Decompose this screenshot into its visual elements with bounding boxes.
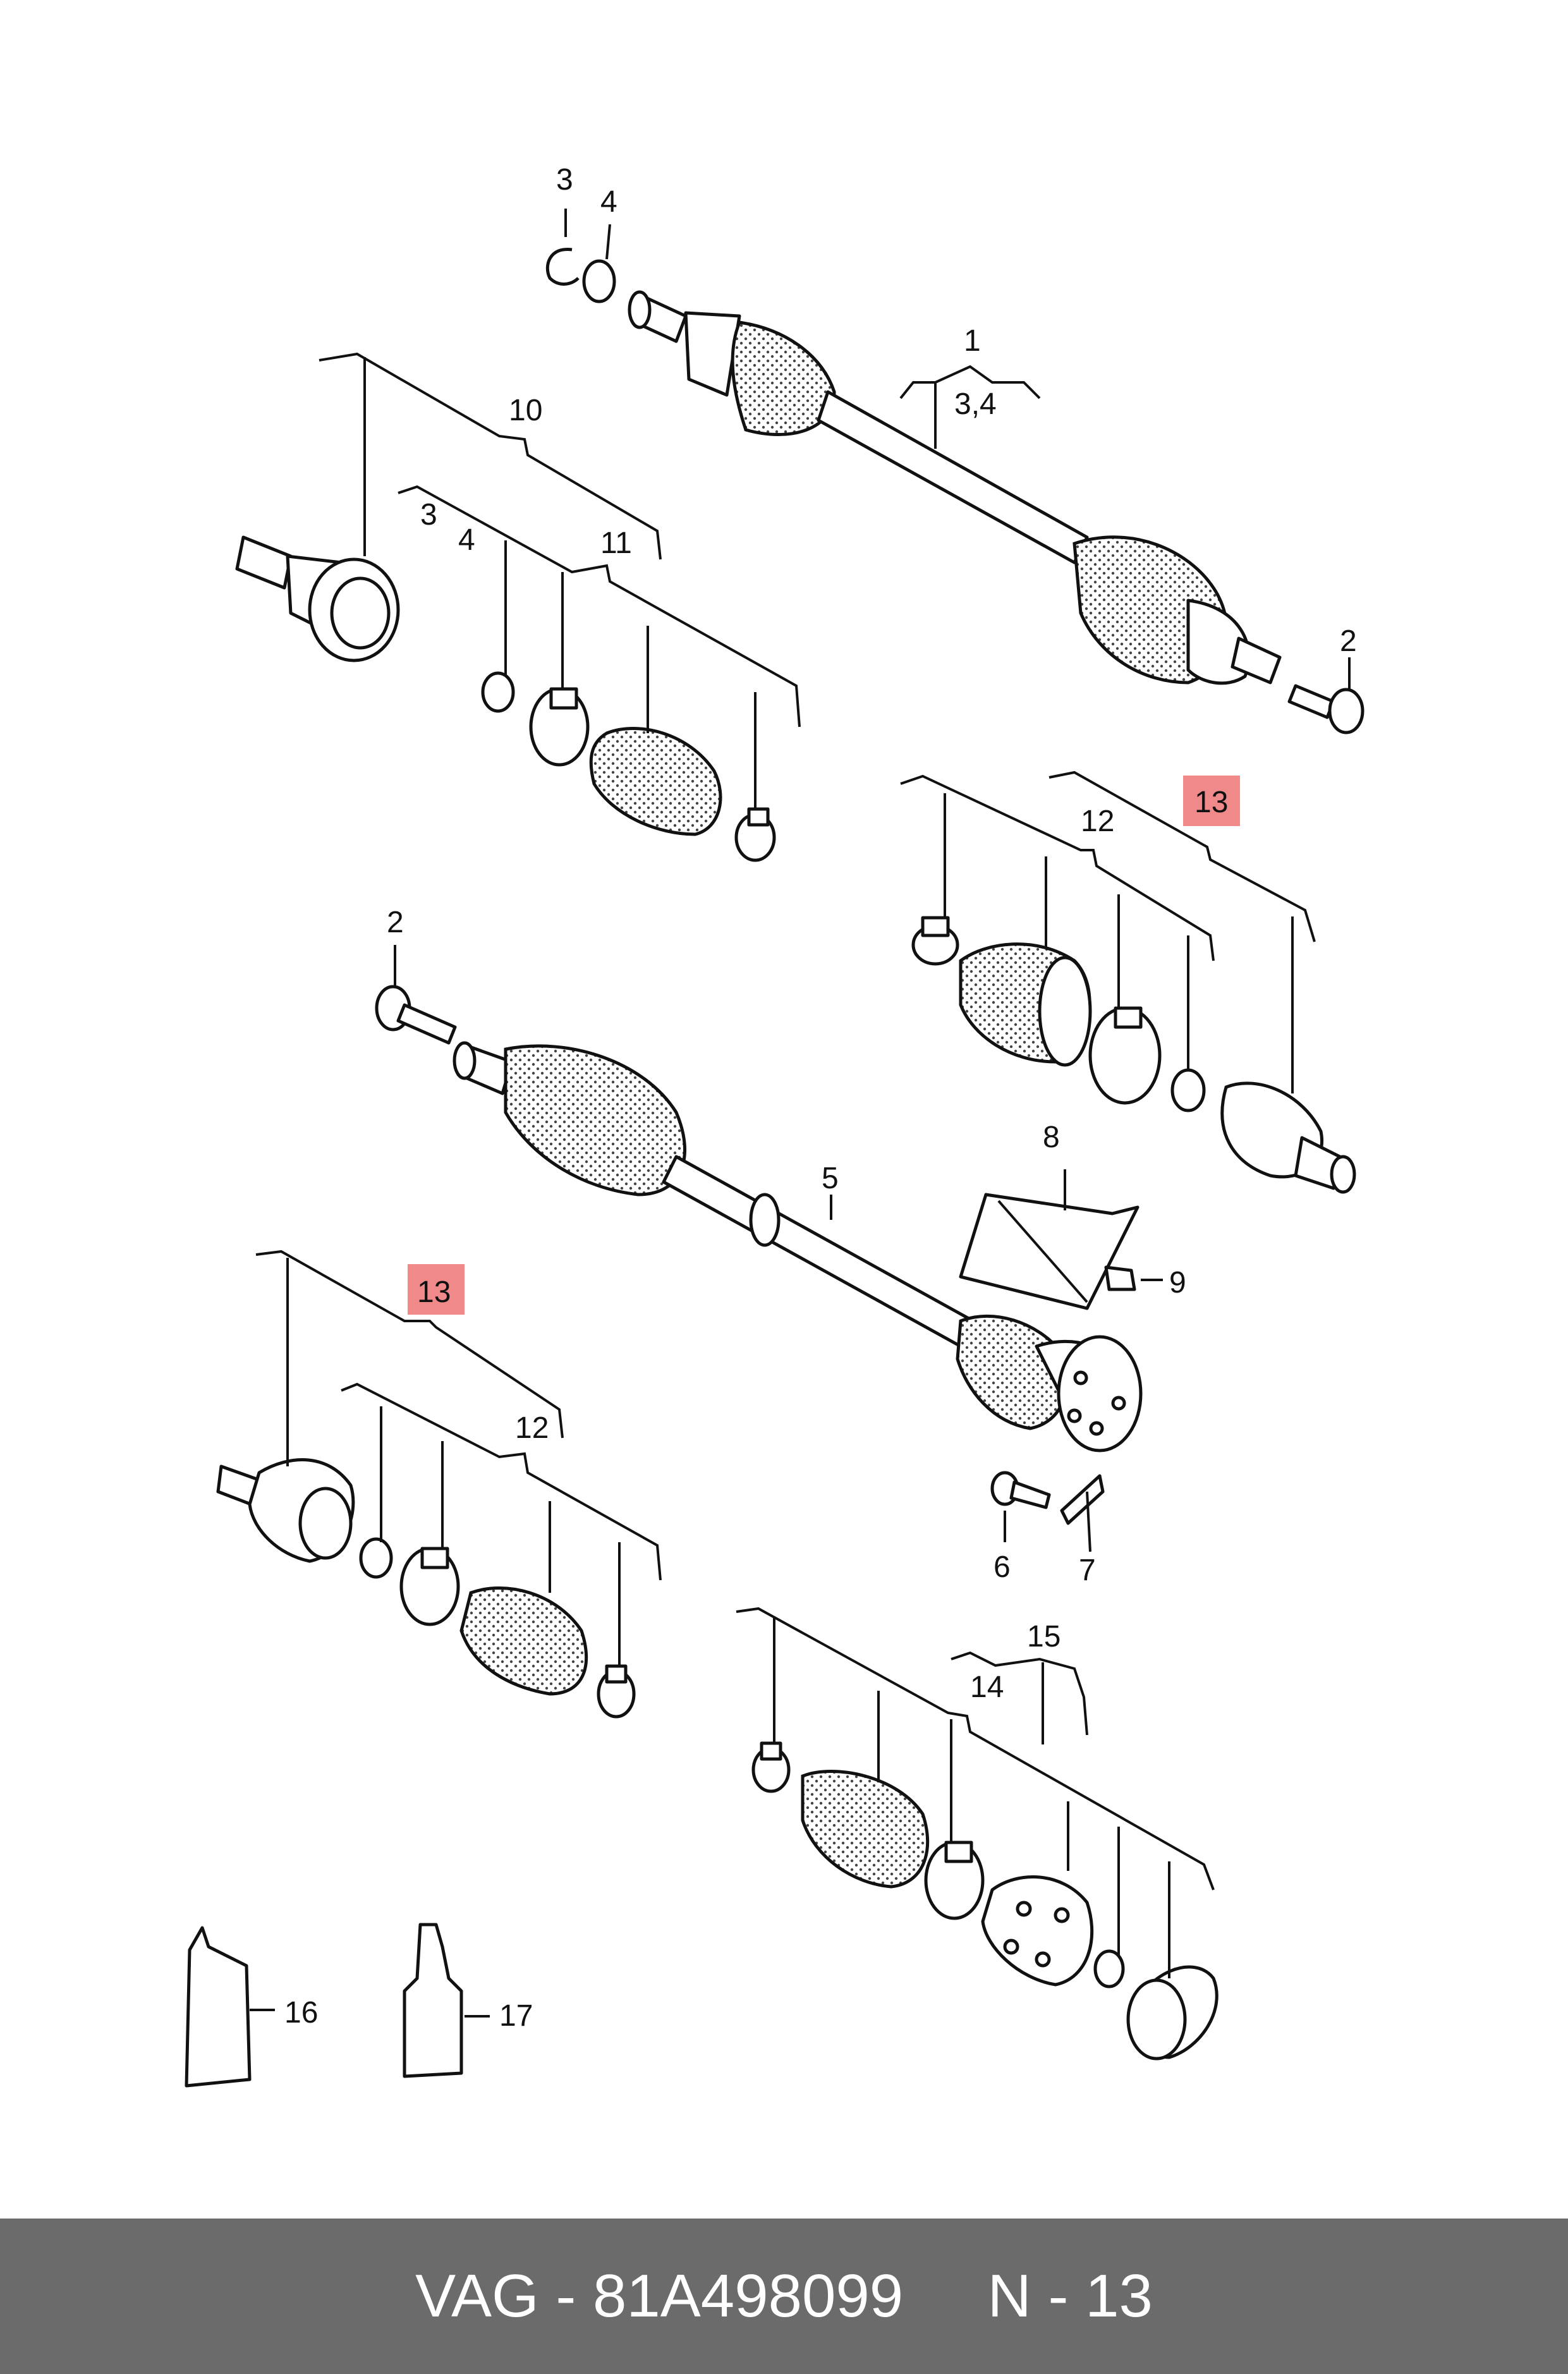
label-12-right: 12	[1081, 805, 1114, 838]
clamp-12-right	[911, 916, 959, 966]
boot-12-left	[459, 1586, 588, 1696]
label-3-4: 3,4	[954, 387, 997, 421]
label-2-middle: 2	[387, 906, 404, 939]
label-14: 14	[970, 1671, 1004, 1704]
clamp-11-small	[734, 807, 776, 862]
cap-14	[1126, 1965, 1219, 2061]
bolt-9	[1104, 1265, 1136, 1291]
circlip-3-mid	[481, 671, 515, 713]
footer-ref: N - 13	[987, 2262, 1153, 2330]
boot-14	[801, 1770, 930, 1889]
footer-separator: -	[556, 2262, 576, 2330]
label-17: 17	[499, 1999, 533, 2033]
clamp-14-large	[924, 1841, 985, 1920]
inner-joint-10	[235, 535, 400, 662]
ring-4-top	[582, 259, 616, 303]
boot-11	[589, 727, 722, 836]
plate-7	[1060, 1474, 1105, 1525]
grease-tube-16	[185, 1926, 252, 2088]
bolt-6	[990, 1471, 1051, 1509]
inner-joint-13-right	[1220, 1081, 1356, 1194]
circlip-12-left	[359, 1537, 393, 1579]
label-9: 9	[1169, 1266, 1186, 1300]
exploded-parts-diagram: 1 3,4 3 4 2 10 3 4 11 12 13 2 5 8 9 6 7 …	[185, 163, 1364, 2088]
label-11: 11	[600, 527, 632, 560]
label-3-mid: 3	[420, 498, 437, 532]
label-4-top: 4	[600, 185, 617, 219]
circlip-14	[1093, 1949, 1125, 1988]
leader-lines	[250, 209, 1351, 2018]
label-10: 10	[509, 394, 542, 427]
label-1: 1	[964, 324, 981, 358]
highlight-13-right	[1183, 776, 1240, 826]
highlight-13-left	[408, 1264, 465, 1315]
outer-joint-13-left	[216, 1458, 355, 1563]
footer-part-number: 81A498099	[592, 2262, 904, 2330]
drive-shaft-top	[628, 290, 1282, 685]
label-7: 7	[1079, 1554, 1096, 1587]
boot-12-right	[959, 942, 1092, 1067]
label-13-left: 13	[417, 1275, 451, 1309]
label-6: 6	[994, 1550, 1011, 1584]
label-16: 16	[284, 1996, 318, 2030]
clamp-4-mid	[529, 687, 590, 767]
clamp-12-left-small	[597, 1664, 636, 1719]
label-5: 5	[822, 1162, 839, 1195]
label-8: 8	[1043, 1121, 1060, 1154]
footer-brand: VAG	[415, 2262, 539, 2330]
label-13-right: 13	[1194, 786, 1228, 819]
drive-shaft-5	[453, 1041, 1143, 1452]
bolt-2-top	[1287, 684, 1364, 734]
clamp-14-small	[751, 1741, 791, 1793]
label-15: 15	[1027, 1620, 1061, 1653]
bolt-2-middle	[375, 985, 457, 1045]
footer-bar: VAG - 81A498099 N - 13	[0, 2219, 1568, 2374]
label-2-top: 2	[1340, 624, 1357, 658]
label-12-left: 12	[515, 1411, 549, 1445]
outer-joint-15	[981, 1875, 1094, 1987]
sealant-bottle-17	[403, 1923, 463, 2078]
label-4-mid: 4	[458, 523, 475, 557]
heat-shield-8	[959, 1193, 1140, 1310]
clamp-12-large	[1088, 1006, 1162, 1105]
circlip-12-right	[1170, 1068, 1206, 1112]
clamp-12-left	[399, 1547, 460, 1626]
label-3-top: 3	[556, 163, 573, 197]
circlip-3-top	[545, 248, 580, 286]
